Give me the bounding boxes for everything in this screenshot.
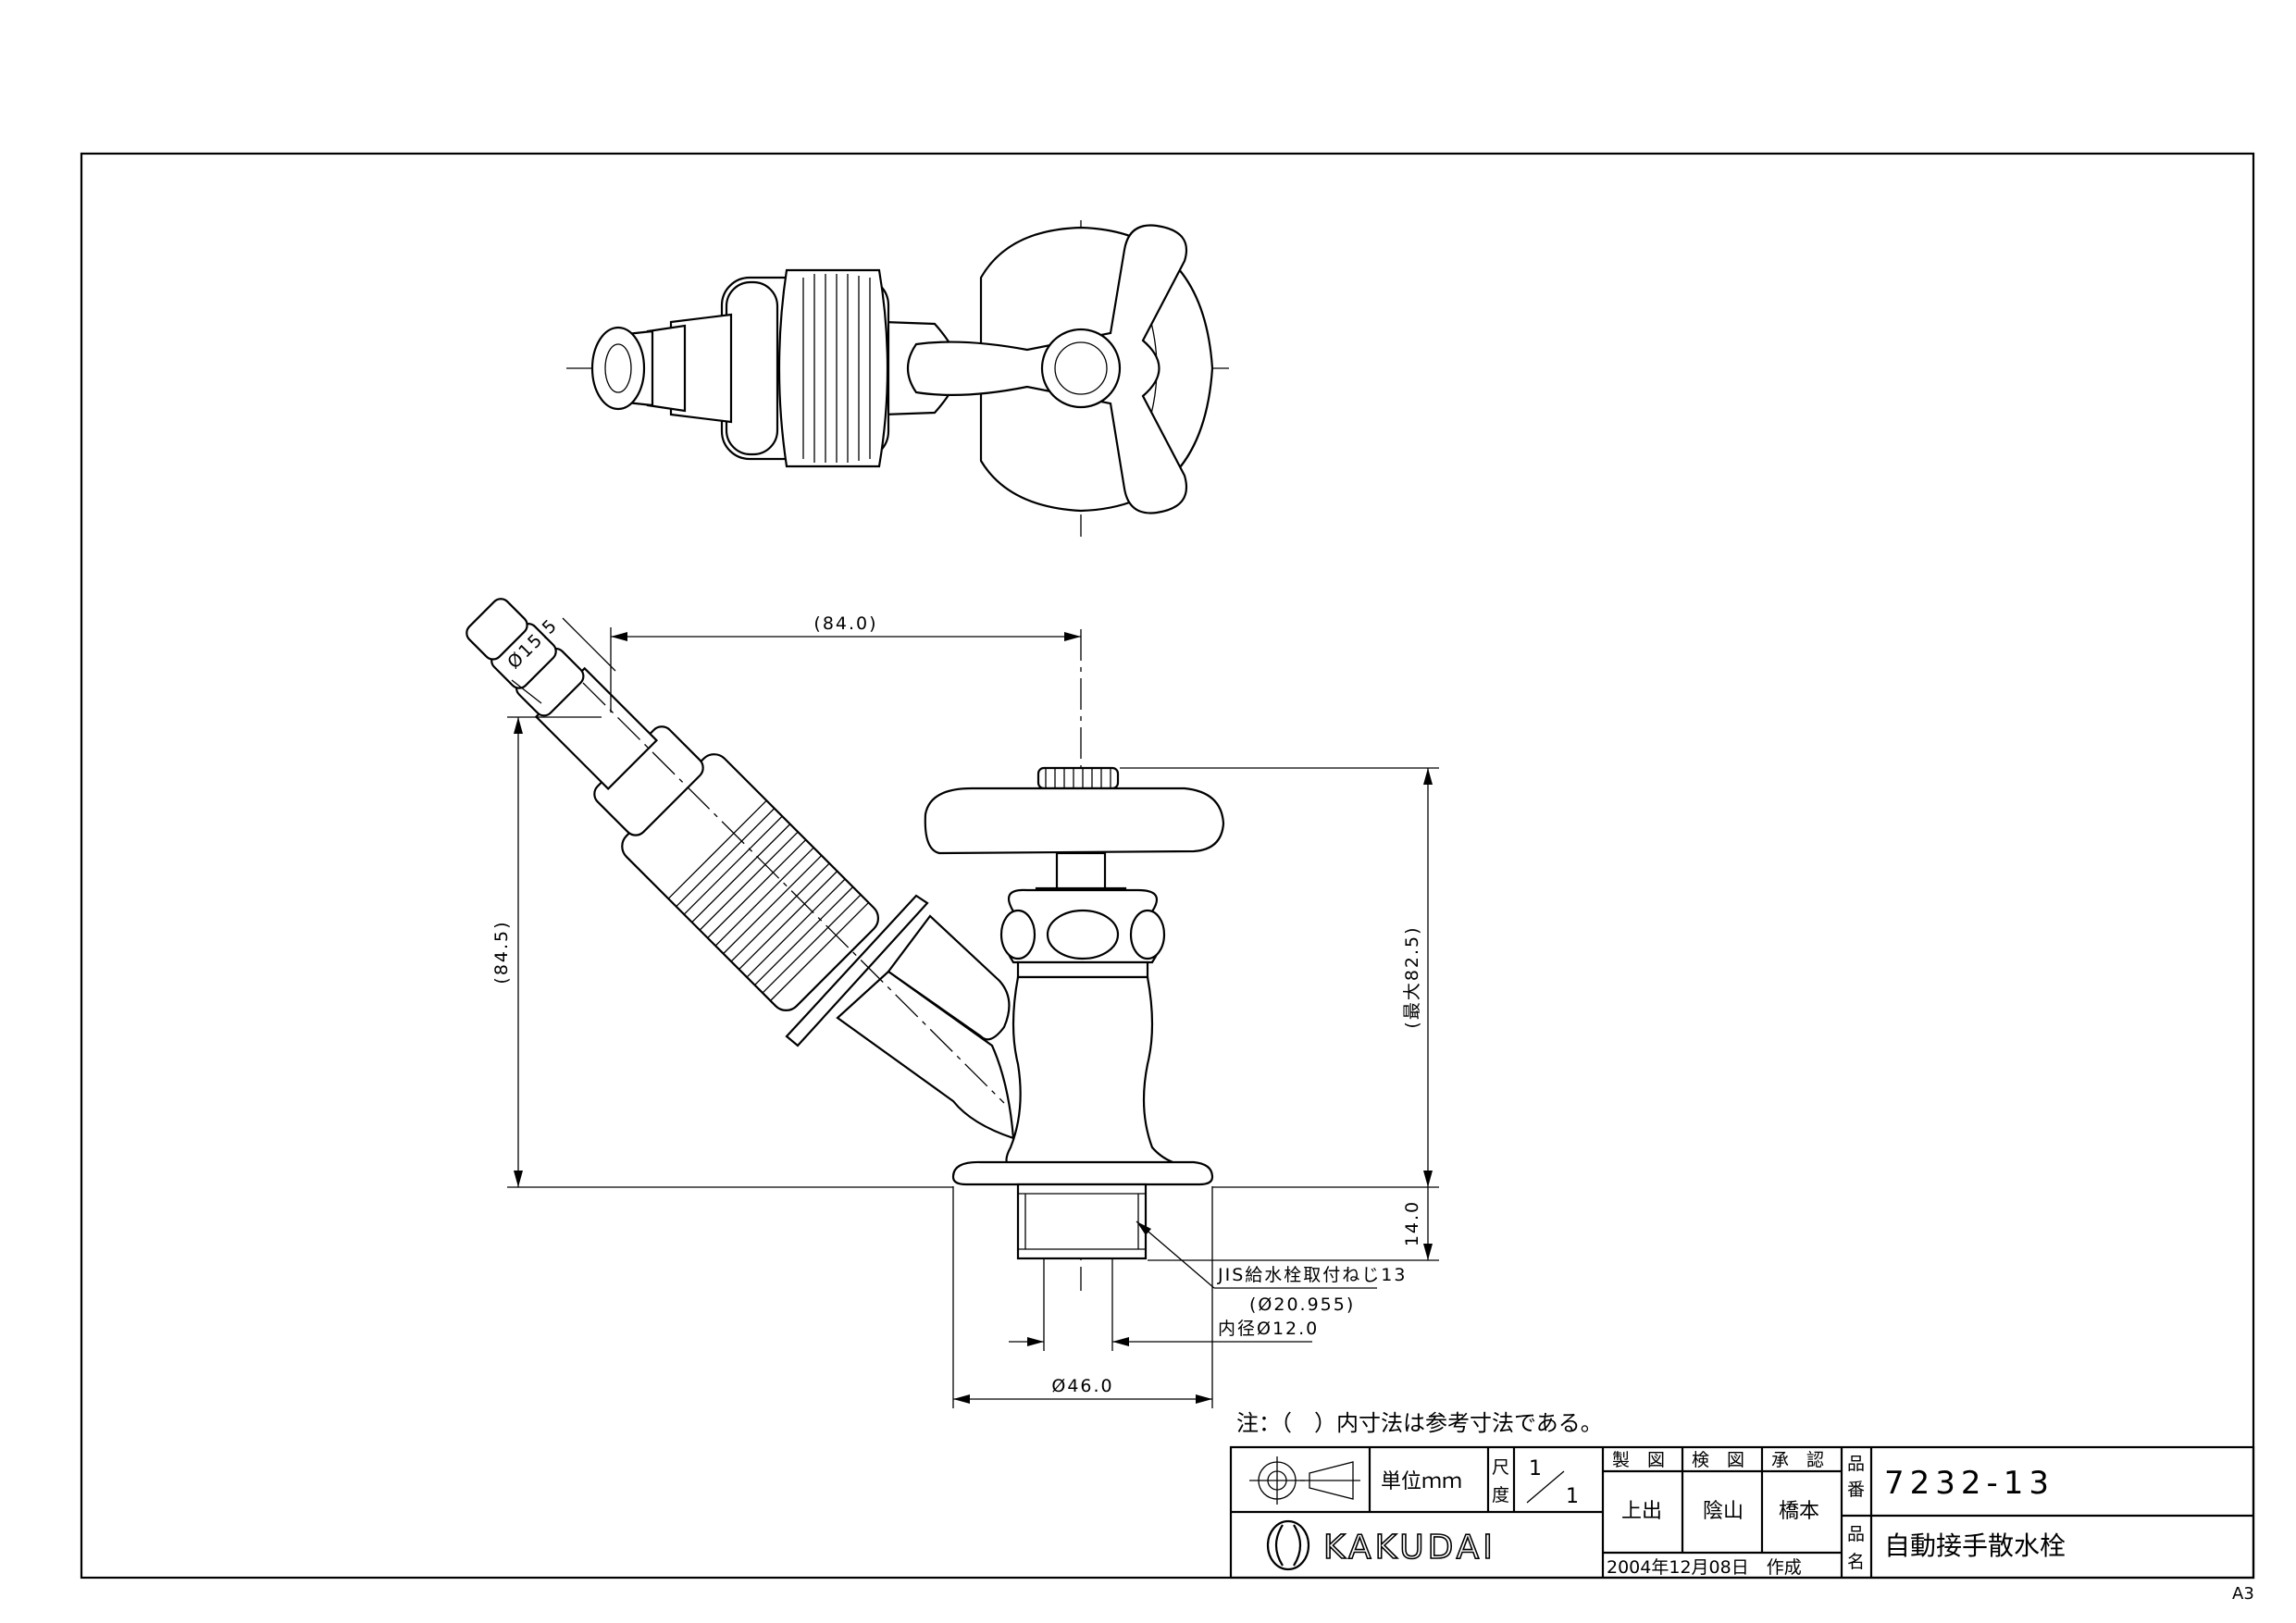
drawn-by: 上出: [1621, 1500, 1662, 1523]
projection-symbol-icon: [1249, 1456, 1360, 1505]
thread-spec-label: JIS給水栓取付ねじ13: [1217, 1265, 1407, 1285]
dim-left-height: (84.5): [491, 920, 512, 984]
part-number: 7232-13: [1884, 1465, 2054, 1502]
dim-horizontal-reach: (84.0): [813, 613, 877, 634]
thread-dia-label: (Ø20.955): [1249, 1295, 1355, 1315]
top-view: [566, 220, 1229, 537]
brand-name: KAKUDAI: [1323, 1529, 1496, 1567]
kakudai-logo-icon: [1266, 1519, 1310, 1571]
front-view: [465, 598, 1225, 1291]
unit-label: 単位ｍｍ: [1381, 1470, 1462, 1493]
scale-numerator: 1: [1529, 1457, 1542, 1481]
created-date: 2004年12月08日 作成: [1607, 1557, 1802, 1578]
sheet-size: A3: [2232, 1584, 2254, 1604]
flange-dia-label: Ø46.0: [1051, 1376, 1113, 1396]
scale-label-1: 尺: [1492, 1457, 1509, 1478]
dim-thread-length: 14.0: [1402, 1200, 1422, 1246]
dimensions: (84.0) Ø15.5 (84.5) (最大82.5) 14.0 JIS給水栓…: [491, 613, 1439, 1408]
scale-label-2: 度: [1492, 1485, 1509, 1505]
title-block: 単位ｍｍ 尺 度 1 1 KAKUDAI 製 図 検 図 承 認 上出 陰山 橋…: [1229, 1445, 2255, 1580]
part-name: 自動接手散水栓: [1884, 1530, 2066, 1561]
part-no-label-1: 品: [1847, 1454, 1865, 1474]
approved-by: 橋本: [1779, 1500, 1819, 1523]
checked-by: 陰山: [1703, 1500, 1744, 1523]
approved-label: 承 認: [1771, 1450, 1824, 1470]
part-no-label-2: 番: [1847, 1480, 1865, 1500]
dim-right-height: (最大82.5): [1402, 925, 1422, 1028]
part-name-label-2: 名: [1847, 1552, 1865, 1572]
checked-label: 検 図: [1692, 1450, 1744, 1470]
dimension-note: 注：（ ）内寸法は参考寸法である。: [1236, 1410, 1603, 1436]
scale-denominator: 1: [1566, 1485, 1579, 1508]
drawn-label: 製 図: [1612, 1450, 1665, 1470]
inner-dia-label: 内径Ø12.0: [1218, 1319, 1319, 1339]
part-name-label-1: 品: [1847, 1524, 1865, 1544]
sheet-border: [80, 152, 2255, 1580]
